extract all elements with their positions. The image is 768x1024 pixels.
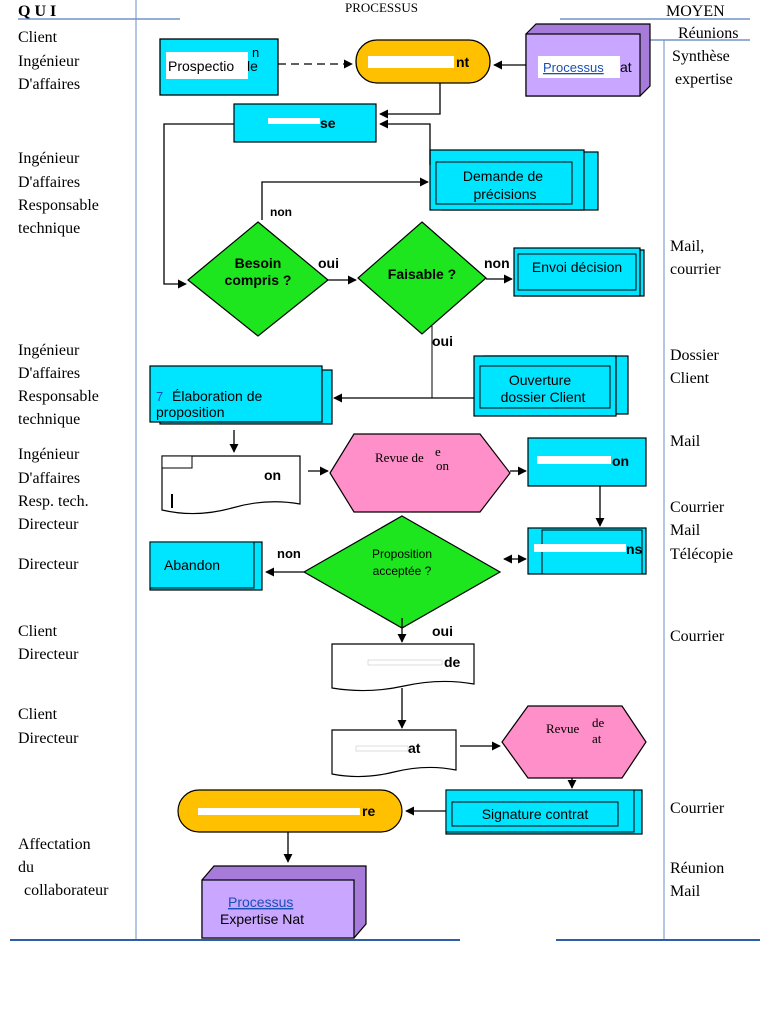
qui-group-6: Client Directeur xyxy=(18,623,79,663)
elaboration-num: 7 xyxy=(156,389,163,404)
moyen-group-1: Réunions Synthèse expertise xyxy=(672,25,742,88)
revue2-line1-tail: de xyxy=(592,715,605,730)
contrat-document: at xyxy=(331,729,457,778)
analyse-box: se xyxy=(233,103,377,143)
abandon-label: Abandon xyxy=(164,557,220,573)
qui-column: Client Ingénieur D'affaires Ingénieur D'… xyxy=(18,29,109,899)
moyen-header: MOYEN xyxy=(666,3,725,20)
label-non-1: non xyxy=(270,205,292,219)
label-oui-2: oui xyxy=(432,333,453,349)
moyen-group-8: Réunion Mail xyxy=(670,860,728,900)
qui-group-5: Directeur xyxy=(18,556,79,573)
ouverture-line2: dossier Client xyxy=(501,389,586,405)
envoi-box: Envoi décision xyxy=(513,247,645,297)
qui-header: Q U I xyxy=(18,3,56,20)
commande-tail: de xyxy=(444,654,461,670)
label-oui-1: oui xyxy=(318,255,339,271)
moyen-group-2: Mail, courrier xyxy=(670,238,721,278)
right-box-1: on xyxy=(527,437,647,487)
processus-header: PROCESSUS xyxy=(345,0,418,15)
moyen-column: Réunions Synthèse expertise Mail, courri… xyxy=(670,25,742,900)
moyen-group-5: Courrier Mail Télécopie xyxy=(670,499,733,563)
moyen-group-3: Dossier Client xyxy=(670,347,723,387)
proposition-line1: Proposition xyxy=(372,547,432,561)
edge-demande-analyse xyxy=(379,119,431,165)
label-non-2: non xyxy=(484,255,510,271)
qui-group-2: Ingénieur D'affaires Responsable techniq… xyxy=(18,150,103,237)
envoi-label: Envoi décision xyxy=(532,259,622,275)
contrat-tail: at xyxy=(408,740,421,756)
moyen-group-7: Courrier xyxy=(670,800,725,817)
faisable-diamond: Faisable ? xyxy=(357,221,487,335)
label-non-3: non xyxy=(277,546,301,561)
demande-line1: Demande de xyxy=(463,168,543,184)
right-box-2: ns xyxy=(527,527,647,575)
top-oval: nt xyxy=(355,39,491,84)
qui-group-8: Affectation du collaborateur xyxy=(18,836,109,899)
revue2-line1: Revue xyxy=(546,721,579,736)
proposition-diamond: Proposition acceptée ? xyxy=(302,515,502,629)
qui-group-1: Client Ingénieur D'affaires xyxy=(18,29,83,93)
moyen-group-6: Courrier xyxy=(670,628,725,645)
edge-besoin-demande xyxy=(261,177,429,220)
commande-document: de xyxy=(331,643,475,692)
lancement-oval: re xyxy=(177,789,403,833)
prospection-tail: le xyxy=(247,58,258,74)
revue-hexagon-2: Revue de at xyxy=(501,705,647,779)
prospection-back: n xyxy=(252,45,259,60)
edge-oval-analyse xyxy=(379,83,441,119)
demande-line2: précisions xyxy=(473,186,536,202)
header: Q U I PROCESSUS MOYEN xyxy=(18,0,750,940)
edge-labels: non oui non oui non oui xyxy=(270,205,510,639)
connectors xyxy=(163,59,605,863)
faisable-label: Faisable ? xyxy=(388,266,456,282)
besoin-diamond: Besoin compris ? xyxy=(187,221,329,337)
doc-tail: on xyxy=(264,467,281,483)
qui-group-7: Client Directeur xyxy=(18,706,79,747)
revue-hexagon-1: Revue de e on xyxy=(329,433,511,513)
signature-label: Signature contrat xyxy=(482,806,589,822)
qui-group-4: Ingénieur D'affaires Resp. tech. Directe… xyxy=(18,446,93,533)
prospection-box: Prospectio le n xyxy=(159,38,279,96)
analyse-tail: se xyxy=(320,115,336,131)
revue1-line1-tail: e xyxy=(435,444,441,459)
processus2-link[interactable]: Processus xyxy=(228,894,293,910)
processus-box-top: Processus at xyxy=(525,23,651,97)
top-oval-tail: nt xyxy=(456,54,470,70)
demande-box: Demande de précisions xyxy=(429,149,599,211)
moyen-group-4: Mail xyxy=(670,433,701,450)
ouverture-box: Ouverture dossier Client xyxy=(473,355,629,417)
besoin-line2: compris ? xyxy=(225,272,292,288)
ouverture-line1: Ouverture xyxy=(509,372,571,388)
elaboration-line2: proposition xyxy=(156,404,225,420)
qui-group-3: Ingénieur D'affaires Responsable techniq… xyxy=(18,342,103,428)
right-box-2-tail: ns xyxy=(626,541,643,557)
processus-tail: at xyxy=(620,59,632,75)
edge-analyse-besoin xyxy=(163,123,234,289)
processus2-line2: Expertise Nat xyxy=(220,911,304,927)
processus-box-bottom: Processus Expertise Nat xyxy=(201,865,367,939)
processus-link[interactable]: Processus xyxy=(543,60,604,75)
elaboration-line1: Élaboration de xyxy=(172,388,263,404)
lancement-tail: re xyxy=(362,803,375,819)
proposition-document: on xyxy=(161,455,301,515)
proposition-line2: acceptée ? xyxy=(373,564,432,578)
revue2-line2: at xyxy=(592,731,602,746)
revue1-line1: Revue de xyxy=(375,450,424,465)
right-box-1-tail: on xyxy=(612,453,629,469)
signature-box: Signature contrat xyxy=(445,789,643,835)
abandon-box: Abandon xyxy=(149,541,263,591)
prospection-label: Prospectio xyxy=(168,58,234,74)
revue1-line2: on xyxy=(436,458,450,473)
elaboration-box: 7 Élaboration de proposition xyxy=(149,365,333,425)
besoin-line1: Besoin xyxy=(235,255,282,271)
label-oui-3: oui xyxy=(432,623,453,639)
